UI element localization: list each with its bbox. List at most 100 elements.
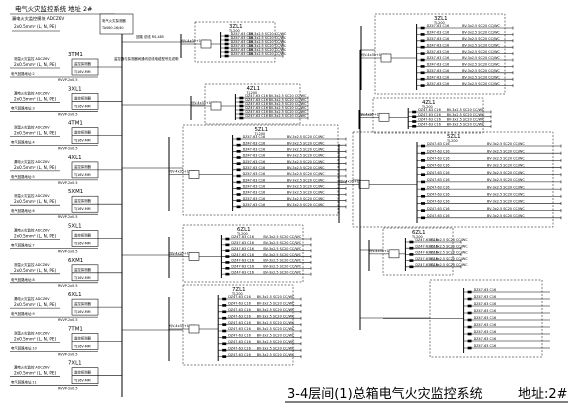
branch-breaker-text: DZ47-63 C16	[231, 44, 254, 48]
branch-cable-text: BV-3x2.5 SC20 CC/WC	[430, 244, 468, 248]
group-line1: 漏电火灾监控 ADCZ6V	[14, 296, 50, 301]
branch-cable-text: BV-3x2.5 SC20 CC/WC	[487, 185, 525, 189]
branch-breaker-text: DZ47-63 C16	[427, 69, 450, 73]
branch-breaker-mark	[225, 261, 230, 264]
branch-breaker-mark	[409, 265, 414, 269]
branch-breaker-mark	[236, 174, 241, 178]
branch-breaker-text: DZ47-63 C16	[415, 257, 438, 261]
branch-breaker-text: DZ47-63 C16	[245, 114, 268, 118]
branch-cable-text: BV-3x2.5 SC20 CC/WC	[487, 200, 525, 204]
branch-cable-text: BV-3x2.5 SC20 CC/WC	[263, 247, 301, 251]
branch-breaker-text: DZ47-63 C16	[474, 316, 497, 320]
panel-meter-box	[200, 39, 212, 49]
group-line2: 2x0.5mm² (L, N, PE)	[14, 165, 57, 170]
group-module-label: 监控探测器	[74, 164, 92, 169]
branch-breaker-text: DZ47-63 C16	[474, 302, 497, 306]
group-id: 3TM1	[68, 52, 83, 58]
branch-cable-text: BV-3x2.5 SC20 CC/WC	[487, 178, 525, 182]
branch-cable-text: BV-3x2.5 SC20 CC/WC	[257, 334, 295, 338]
branch-breaker-mark	[236, 180, 241, 184]
branch-breaker-text: DZ47-63 C16	[427, 37, 450, 41]
branch-breaker-text: DZ47-63 C16	[427, 142, 450, 146]
branch-breaker-mark	[409, 240, 414, 244]
branch-breaker-text: DZ47-63 C16	[427, 149, 450, 153]
branch-cable-text: BV-3x2.5 SC20 CC/WC	[249, 44, 287, 48]
branch-cable-text: BV-3x2.5 SC20 CC/WC	[430, 257, 468, 261]
branch-breaker-text: DZ47-63 C16	[415, 263, 438, 267]
group-module-label: 监控探测器	[74, 95, 92, 100]
branch-breaker-text: DZ47-63 C16	[427, 200, 450, 204]
group-id: 6XM1	[68, 258, 83, 264]
branch-cable-text: BV-3x2.5 SC20 CC/WC	[430, 251, 468, 255]
branch-breaker-mark	[421, 180, 425, 184]
branch-cable-text: BV-3x2.5 SC20 CC/WC	[287, 148, 325, 152]
branch-breaker-text: DZ47-63 C16	[427, 75, 450, 79]
branch-breaker-mark	[420, 33, 425, 36]
branch-breaker-mark	[239, 108, 244, 112]
group-module-model: TJ16V-MM	[73, 139, 91, 143]
branch-breaker-mark	[222, 348, 227, 352]
group-tag: 电气回路地址:9	[11, 311, 35, 316]
panel-dashed-border	[204, 83, 301, 125]
branch-breaker-mark	[236, 199, 241, 202]
branch-breaker-text: DZ47-63 C16	[427, 50, 450, 54]
branch-breaker-text: DZ47-63 C16	[228, 308, 251, 312]
branch-breaker-text: DZ47-63 C16	[231, 32, 254, 36]
branch-cable-text: BV-3x2.5 SC20 CC/WC	[462, 43, 500, 47]
branch-breaker-mark	[236, 187, 241, 190]
group-id: 6XL1	[68, 292, 82, 298]
branch-breaker-text: DZ47-63 C16	[245, 94, 268, 98]
branch-breaker-text: DZ47-63 C16	[243, 203, 266, 207]
branch-breaker-mark	[224, 46, 229, 50]
branch-breaker-text: DZ47-63 C16	[231, 48, 254, 52]
group-line1: 测温火灾监控 ADCZ6V	[14, 125, 50, 130]
branch-breaker-text: DZ47-63 C16	[427, 56, 450, 60]
branch-breaker-text: DZ47-63 C16	[231, 40, 254, 44]
group-cable: RVVP-2x0.5	[58, 78, 78, 82]
branch-cable-text: BV-3x2.5 SC20 CC/WC	[487, 192, 525, 196]
branch-breaker-mark	[421, 166, 425, 169]
group-line2: 2x0.5mm² (L, N, PE)	[14, 336, 57, 341]
branch-cable-text: BV-3x2.5 SC20 CC/WC	[249, 52, 287, 56]
branch-cable-text: BV-3x2.5 SC20 CC/WC	[487, 142, 525, 146]
group-module-model: TJ16V-MM	[73, 276, 91, 280]
group-id: 7XL1	[68, 361, 82, 367]
branch-breaker-mark	[236, 137, 241, 141]
panel-meter-box	[378, 112, 390, 122]
branch-breaker-mark	[467, 332, 472, 336]
group-cable: RVVP-2x0.5	[58, 112, 78, 116]
panel-meter-box	[388, 249, 400, 259]
branch-breaker-mark	[409, 253, 414, 256]
branch-cable-text: BV-3x2.5 SC20 CC/WC	[462, 75, 500, 79]
branch-breaker-mark	[467, 339, 472, 343]
panel-label: 6ZL1	[237, 227, 251, 233]
top-box-line2: 2x0.5mm² (L, N, PE)	[14, 24, 57, 29]
panel-label: 7ZL1	[232, 287, 246, 293]
branch-cable-text: BV-3x2.5 SC20 CC/WC	[257, 314, 295, 318]
group-tag: 电气回路地址:10	[11, 345, 37, 350]
panel-dashed-border	[352, 131, 554, 228]
branch-breaker-text: DZ47-63 C16	[228, 321, 251, 325]
group-tag: 电气回路地址:3	[11, 105, 35, 110]
branch-breaker-mark	[225, 272, 230, 276]
branch-breaker-mark	[236, 193, 241, 196]
branch-breaker-mark	[225, 237, 230, 241]
branch-cable-text: BV-3x2.5 SC20 CC/WC	[257, 327, 295, 331]
branch-breaker-mark	[467, 325, 472, 329]
branch-cable-text: BV-3x2.5 SC20 CC/WC	[269, 114, 307, 118]
branch-breaker-mark	[467, 346, 472, 350]
branch-breaker-mark	[222, 355, 227, 358]
panel-incoming-label: YJV-4x35+1x16	[361, 53, 387, 57]
panel-sub: TJ-200	[411, 235, 423, 239]
branch-cable-text: BV-3x2.5 SC20 CC/WC	[487, 164, 525, 168]
panel-dashed-border	[194, 21, 276, 63]
group-module-label: 监控探测器	[74, 267, 92, 272]
group-module-model: TJ16V-MM	[73, 207, 91, 211]
group-line2: 2x0.5mm² (L, N, PE)	[14, 302, 57, 307]
branch-breaker-text: DZ47-63 C16	[418, 108, 441, 112]
group-module-label: 监控探测器	[74, 198, 92, 203]
